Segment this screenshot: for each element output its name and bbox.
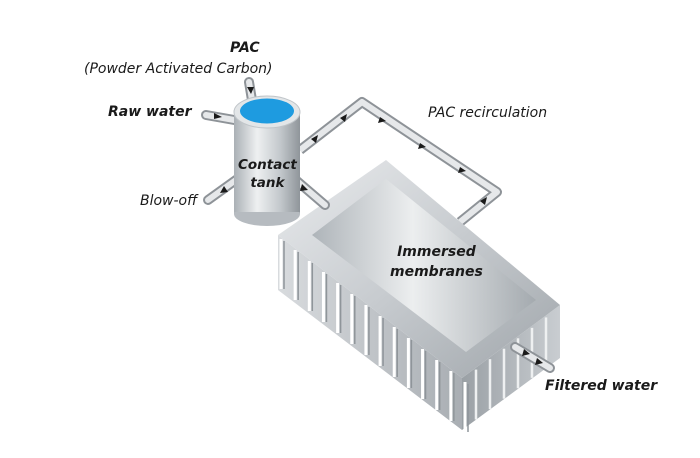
pac-recirculation-label: PAC recirculation: [428, 105, 548, 121]
immersed-membranes-basin: [278, 160, 560, 432]
flow-arrow-icon: [535, 358, 543, 365]
blow-off-label: Blow-off: [140, 193, 198, 209]
pac-full-name-label: (Powder Activated Carbon): [84, 61, 273, 77]
pac-inlet-pipe: [244, 77, 257, 105]
raw-water-label: Raw water: [108, 104, 192, 120]
flow-arrow-icon: [522, 349, 530, 356]
immersed-membranes-label-line2: membranes: [390, 264, 483, 280]
flow-arrow-icon: [214, 113, 222, 119]
contact-tank-label: Contact tank: [238, 156, 297, 192]
immersed-membranes-label-line1: Immersed: [397, 244, 476, 260]
pac-recirculation-pipe: [296, 97, 502, 226]
flow-arrow-icon: [300, 184, 308, 191]
pac-label: PAC: [230, 40, 260, 56]
flow-arrow-icon: [311, 114, 487, 205]
flow-arrow-icon: [220, 186, 228, 193]
immersed-membranes-label: Immersed membranes: [390, 242, 483, 282]
flow-arrow-icon: [247, 87, 254, 94]
filtered-water-label: Filtered water: [545, 378, 658, 394]
membrane-ribs: [279, 239, 548, 432]
contact-tank: [233, 95, 301, 226]
filtered-water-pipe: [510, 342, 555, 373]
contact-tank-label-line2: tank: [250, 175, 285, 191]
contact-tank-label-line1: Contact: [238, 157, 297, 173]
water-surface: [240, 98, 294, 124]
